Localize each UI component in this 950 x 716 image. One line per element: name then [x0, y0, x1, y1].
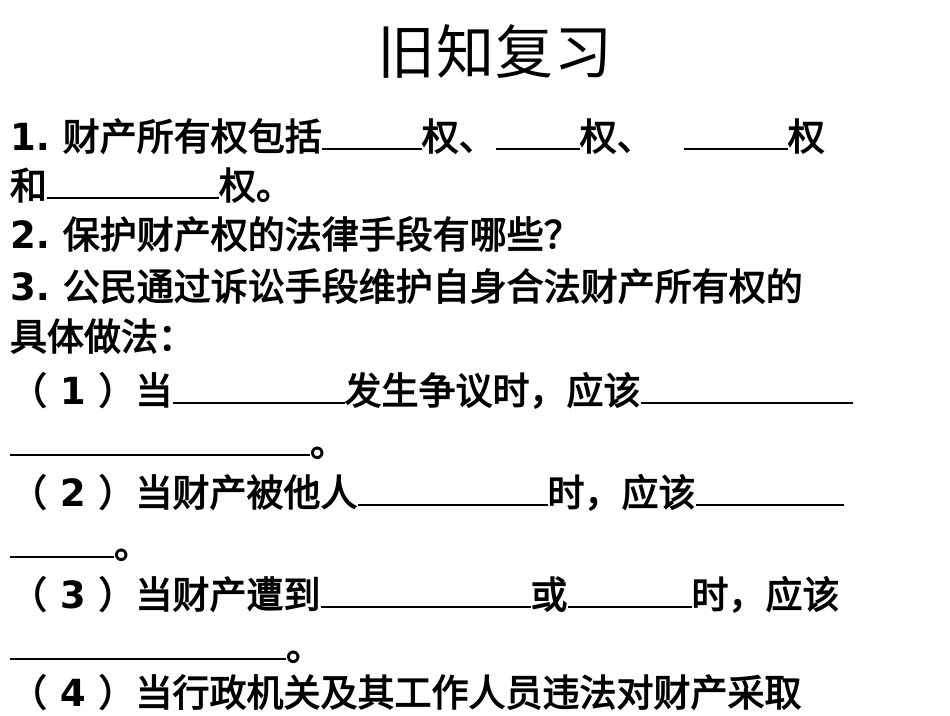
- item-3: （ 3 ）当财产遭到 或 时，应该: [10, 572, 840, 618]
- blank-field[interactable]: [567, 572, 692, 608]
- question-number: 1.: [10, 116, 50, 159]
- question-text: 和: [10, 165, 47, 208]
- item-3-continued: 。: [10, 624, 323, 670]
- item-text: 时，应该: [691, 574, 840, 617]
- item-text: 当财产遭到: [135, 574, 321, 617]
- blank-field[interactable]: [320, 572, 531, 608]
- item-4: （ 4 ）当行政机关及其工作人员违法对财产采取: [10, 672, 802, 716]
- item-text: 。: [114, 524, 151, 567]
- question-number: 2.: [10, 214, 50, 257]
- blank-field[interactable]: [640, 368, 853, 404]
- blank-field[interactable]: [10, 522, 114, 558]
- question-text: 公民通过诉讼手段维护自身合法财产所有权的: [49, 266, 803, 309]
- blank-field[interactable]: [172, 368, 345, 404]
- item-text: 当财产被他人: [135, 472, 358, 515]
- item-text: 或: [530, 574, 568, 617]
- question-text: 财产所有权包括: [49, 116, 322, 159]
- item-2-continued: 。: [10, 522, 151, 568]
- question-number: 3.: [10, 266, 50, 309]
- question-1-line-2: 和 权。: [10, 163, 293, 209]
- question-text: 保护财产权的法律手段有哪些？: [49, 214, 581, 257]
- blank-field[interactable]: [683, 114, 788, 150]
- item-1-continued: 。: [10, 420, 347, 466]
- blank-field[interactable]: [695, 470, 844, 506]
- page-title: 旧知复习: [376, 19, 613, 87]
- question-2: 2. 保护财产权的法律手段有哪些？: [10, 214, 581, 258]
- blank-field[interactable]: [357, 470, 548, 506]
- item-label: （ 2 ）: [10, 472, 136, 515]
- question-text: 权: [787, 116, 825, 159]
- item-text: 时，应该: [547, 472, 696, 515]
- item-label: （ 3 ）: [10, 574, 136, 617]
- item-1: （ 1 ）当 发生争议时，应该: [10, 368, 853, 414]
- question-3-line-1: 3. 公民通过诉讼手段维护自身合法财产所有权的: [10, 266, 803, 310]
- item-label: （ 1 ）: [10, 370, 136, 413]
- question-text: 权、: [579, 116, 654, 159]
- item-text: 当: [135, 370, 173, 413]
- blank-field[interactable]: [47, 163, 219, 199]
- question-3-line-2: 具体做法：: [10, 316, 195, 360]
- item-text: 当行政机关及其工作人员违法对财产采取: [135, 672, 802, 715]
- item-text: 。: [286, 626, 323, 669]
- item-text: 。: [310, 422, 347, 465]
- blank-field[interactable]: [10, 420, 310, 456]
- question-text: 权、: [421, 116, 496, 159]
- item-label: （ 4 ）: [10, 672, 136, 715]
- question-1-line-1: 1. 财产所有权包括 权、 权、 权: [10, 114, 825, 160]
- item-text: 发生争议时，应该: [344, 370, 641, 413]
- question-text: 权。: [219, 165, 293, 208]
- blank-field[interactable]: [321, 114, 422, 150]
- blank-field[interactable]: [495, 114, 580, 150]
- item-2: （ 2 ）当财产被他人 时，应该: [10, 470, 844, 516]
- blank-field[interactable]: [10, 624, 286, 660]
- question-text: 具体做法：: [10, 316, 195, 359]
